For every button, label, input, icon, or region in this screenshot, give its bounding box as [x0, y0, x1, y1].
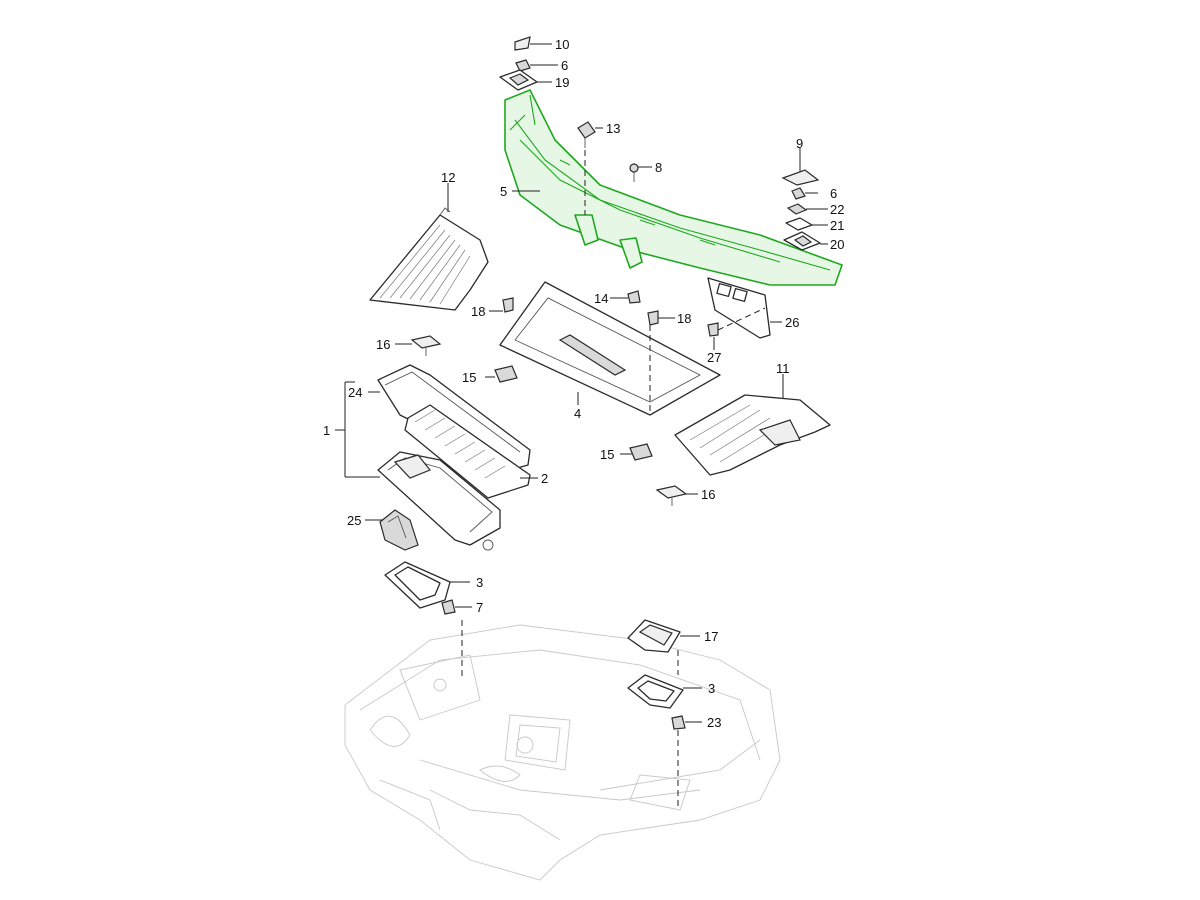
- callout-9: 9: [796, 136, 803, 151]
- clip-23-icon[interactable]: [671, 715, 686, 730]
- callout-15-top: 15: [462, 370, 476, 385]
- callout-20: 20: [830, 237, 844, 252]
- callout-26: 26: [785, 315, 799, 330]
- callout-labels: 10 6 19 13 8 5 9 6 22 21 20 12 14 18 18 …: [323, 37, 844, 730]
- nut-6a-icon[interactable]: [515, 59, 531, 72]
- callout-5: 5: [500, 184, 507, 199]
- cap-9-icon[interactable]: [781, 169, 820, 186]
- screw-8-icon[interactable]: [629, 163, 639, 182]
- housing-17-icon[interactable]: [627, 619, 681, 653]
- callout-2: 2: [541, 471, 548, 486]
- callout-18-left: 18: [471, 304, 485, 319]
- leader-lines: [335, 43, 828, 723]
- callout-3-right: 3: [708, 681, 715, 696]
- callout-25: 25: [347, 513, 361, 528]
- clip-15a-icon[interactable]: [494, 365, 518, 383]
- callout-19: 19: [555, 75, 569, 90]
- callout-15-bottom: 15: [600, 447, 614, 462]
- nut-6b-icon[interactable]: [791, 187, 806, 200]
- right-trim-panel-icon[interactable]: [674, 394, 831, 476]
- clip-14-icon[interactable]: [627, 290, 641, 304]
- callout-23: 23: [707, 715, 721, 730]
- clip-13-icon[interactable]: [577, 121, 596, 148]
- cap-16a-icon[interactable]: [410, 335, 442, 356]
- callout-18-right: 18: [677, 311, 691, 326]
- callout-16-bottom: 16: [701, 487, 715, 502]
- clip-15b-icon[interactable]: [629, 443, 653, 461]
- seal-right-icon[interactable]: [627, 674, 684, 709]
- callout-14: 14: [594, 291, 608, 306]
- callout-7: 7: [476, 600, 483, 615]
- bracket-icon[interactable]: [379, 509, 419, 551]
- callout-6-top: 6: [561, 58, 568, 73]
- callout-11: 11: [776, 361, 790, 376]
- center-cover-icon[interactable]: [499, 281, 721, 416]
- callout-16-top: 16: [376, 337, 390, 352]
- callout-10: 10: [555, 37, 569, 52]
- callout-6-right: 6: [830, 186, 837, 201]
- left-trim-panel-icon[interactable]: [369, 207, 489, 311]
- callout-17: 17: [704, 629, 718, 644]
- plate-21-icon[interactable]: [785, 217, 813, 231]
- callout-4: 4: [574, 406, 581, 421]
- plug-27-icon[interactable]: [707, 322, 719, 337]
- clip-18b-icon[interactable]: [647, 310, 659, 326]
- cowl-panel-icon[interactable]: [504, 89, 843, 286]
- washer-22-icon[interactable]: [786, 203, 808, 215]
- callout-27: 27: [707, 350, 721, 365]
- air-filter-icon[interactable]: [404, 404, 531, 499]
- clip-18a-icon[interactable]: [502, 297, 514, 313]
- callout-13: 13: [606, 121, 620, 136]
- callout-3-left: 3: [476, 575, 483, 590]
- clip-7-icon[interactable]: [441, 599, 456, 615]
- body-structure-ghost: [344, 624, 781, 881]
- seal-left-icon[interactable]: [384, 561, 451, 609]
- gasket-plate-icon[interactable]: [707, 277, 771, 339]
- pad-20-icon[interactable]: [783, 231, 821, 251]
- assembly-lines: [461, 150, 766, 810]
- cap-10-icon[interactable]: [514, 36, 531, 51]
- pad-19-icon[interactable]: [499, 69, 538, 91]
- filter-housing-base-icon[interactable]: [377, 451, 501, 551]
- callout-12: 12: [441, 170, 455, 185]
- callout-1: 1: [323, 423, 330, 438]
- cap-16b-icon[interactable]: [655, 485, 688, 506]
- callout-8: 8: [655, 160, 662, 175]
- callout-22: 22: [830, 202, 844, 217]
- callout-21: 21: [830, 218, 844, 233]
- callout-24: 24: [348, 385, 362, 400]
